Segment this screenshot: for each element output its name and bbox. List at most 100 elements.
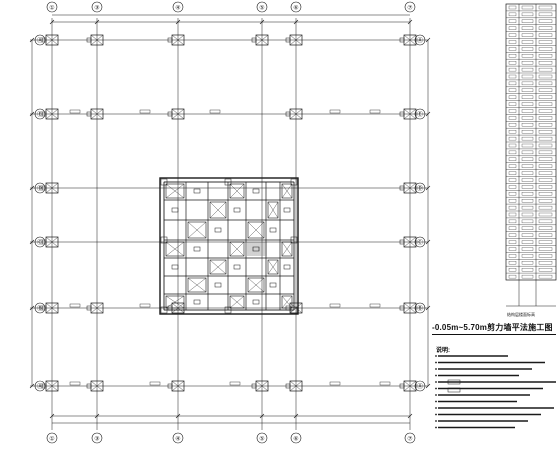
- wall-stub: [41, 383, 47, 389]
- axis-left-label: Ⓐ: [37, 383, 43, 391]
- dim-tick: [29, 37, 35, 43]
- table-cell-mark: [538, 247, 553, 251]
- table-cell-mark: [508, 212, 517, 217]
- axis-left-circle: [34, 302, 46, 314]
- table-cell-mark: [538, 116, 553, 120]
- table-cell-mark: [521, 74, 534, 79]
- table-cell-mark: [521, 136, 534, 141]
- wall-stub: [167, 37, 173, 43]
- table-cell-mark: [521, 54, 534, 58]
- table-cell-mark: [538, 40, 553, 44]
- axis-top-circle: [172, 1, 184, 13]
- wall-stub: [399, 111, 405, 117]
- dim-tick: [259, 413, 265, 419]
- table-cell-mark: [538, 274, 553, 279]
- column-hatch: [90, 108, 104, 120]
- table-cell-mark: [521, 88, 534, 92]
- core-cell: [187, 277, 207, 293]
- axis-top-label: ⑦: [407, 5, 412, 12]
- axis-right-label: Ⓓ: [417, 185, 423, 193]
- column-hatch: [45, 182, 59, 194]
- table-cell-mark: [521, 164, 534, 168]
- table-cell-mark: [508, 233, 517, 237]
- table-cell-mark: [521, 212, 534, 217]
- wall-stub: [41, 239, 47, 245]
- core-wall-end: [290, 178, 298, 186]
- note-bullet: [435, 426, 437, 429]
- opening-cross: [281, 295, 293, 309]
- wall-stub: [41, 111, 47, 117]
- table-cell-mark: [508, 254, 517, 258]
- table-cell-mark: [538, 67, 553, 72]
- core-embedded-column: [252, 299, 260, 305]
- table-cell-mark: [521, 178, 534, 182]
- table-cell-mark: [538, 254, 553, 258]
- core-embedded-column: [214, 282, 222, 288]
- table-cell-mark: [508, 268, 517, 272]
- axis-bottom-circle: [91, 432, 103, 444]
- dim-tick: [425, 239, 431, 245]
- core-embedded-column: [269, 227, 277, 233]
- table-cell-mark: [538, 268, 553, 272]
- axis-left-circle: [34, 34, 46, 46]
- table-cell-mark: [508, 226, 517, 230]
- table-cell-mark: [538, 192, 553, 196]
- table-cell-mark: [538, 33, 553, 37]
- table-cell-mark: [508, 150, 517, 155]
- column-hatch: [45, 380, 59, 392]
- core-embedded-column: [214, 227, 222, 233]
- table-cell-mark: [521, 226, 534, 230]
- wall-stub: [399, 185, 405, 191]
- table-cell-mark: [508, 54, 517, 58]
- table-cell-mark: [508, 274, 517, 279]
- core-cell: [281, 295, 293, 309]
- table-cell-mark: [508, 40, 517, 44]
- table-cell-mark: [508, 247, 517, 251]
- table-cell-mark: [521, 205, 534, 210]
- core-embedded-column: [193, 246, 201, 252]
- dim-tick: [425, 111, 431, 117]
- table-cell-mark: [538, 26, 553, 30]
- core-cell: [229, 295, 245, 309]
- column-hatch: [45, 236, 59, 248]
- legend-caption: 结构层楼面标高: [507, 312, 535, 317]
- wall-stub: [399, 37, 405, 43]
- table-cell-mark: [521, 247, 534, 251]
- note-legend-swatch: [447, 379, 461, 385]
- table-cell-mark: [538, 123, 553, 127]
- opening-cross: [187, 277, 207, 293]
- dim-tick: [425, 383, 431, 389]
- table-cell-mark: [538, 47, 553, 51]
- axis-right-label: Ⓒ: [417, 239, 423, 247]
- table-cell-mark: [521, 40, 534, 44]
- table-cell-mark: [538, 233, 553, 237]
- table-cell-mark: [521, 12, 534, 17]
- table-cell-mark: [508, 130, 517, 134]
- note-bullet: [435, 368, 437, 370]
- beam-tag: [329, 303, 341, 308]
- axis-right-label: Ⓐ: [417, 383, 423, 391]
- core-embedded-column: [193, 188, 201, 194]
- core-cell: [165, 241, 185, 257]
- core-cell: [165, 295, 185, 309]
- table-cell-mark: [521, 219, 534, 224]
- axis-bottom-label: ④: [175, 436, 180, 443]
- axis-left-label: Ⓑ: [37, 305, 43, 313]
- core-embedded-column: [283, 264, 291, 270]
- table-cell-mark: [538, 157, 553, 161]
- note-bullet: [435, 374, 437, 377]
- table-cell-mark: [538, 12, 553, 17]
- dim-tick: [29, 111, 35, 117]
- table-cell-mark: [538, 143, 553, 148]
- opening-cross: [247, 221, 265, 239]
- table-cell-mark: [538, 88, 553, 92]
- axis-top-label: ③: [94, 5, 99, 12]
- beam-tag: [329, 109, 341, 114]
- beam-tag: [149, 381, 161, 386]
- dim-tick: [29, 185, 35, 191]
- dim-tick: [293, 19, 299, 25]
- column-hatch: [403, 236, 417, 248]
- table-cell-mark: [508, 143, 517, 148]
- axis-bottom-label: ①: [49, 436, 54, 443]
- beam-tag: [209, 109, 221, 114]
